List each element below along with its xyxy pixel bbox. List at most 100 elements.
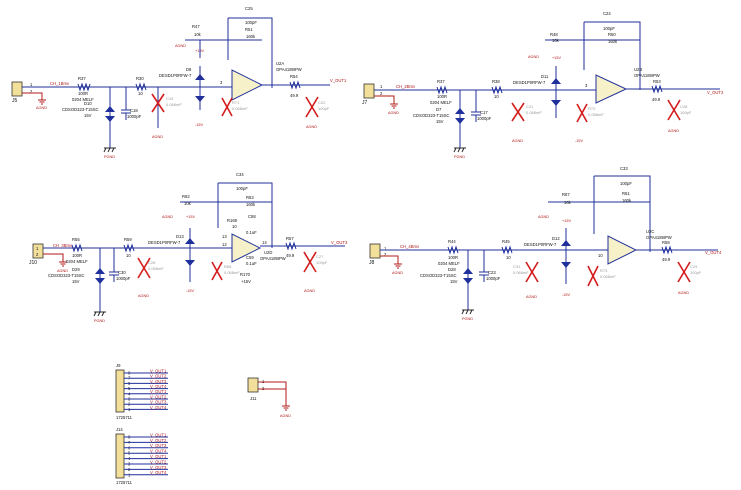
opamp-u2d — [231, 233, 262, 263]
part-label: CDSOD323-T15SC — [420, 273, 457, 278]
pgnd-label: PGND — [462, 317, 473, 321]
connector-j8-body — [369, 243, 381, 259]
tvs-diode-d28 — [463, 268, 473, 274]
channel-3: J10 1 2 AGND CH_3Bmv R55 100R 0204 MELF … — [29, 172, 348, 323]
opamp-u2b — [595, 74, 628, 104]
pin-net-label: V_OUT3 — [150, 443, 167, 448]
ref-label: R58 — [662, 240, 670, 245]
ref-label: C30 — [118, 270, 126, 275]
value-label: 15V — [72, 279, 80, 284]
channel-4: J8 1 2 AGND CH_4Bmv R44 100R 0204 MELF D… — [369, 166, 722, 321]
vneg-label: -15V — [186, 289, 194, 293]
value-label: 100R — [72, 253, 82, 258]
value-label: 0.1uF — [246, 261, 257, 266]
value-label: 49.9 — [290, 93, 299, 98]
opamp-u2c — [607, 235, 638, 265]
pin-net-label: V_OUT2 — [150, 374, 167, 379]
resistor-r53 — [651, 84, 663, 94]
value-label: 0.068mF — [588, 112, 604, 117]
ref-label: C33 — [620, 166, 628, 171]
ref-label: R61 — [622, 191, 630, 196]
ref-label: R55 — [72, 237, 80, 242]
channel-2: J7 1 2 AGND CH_2Bmv R37 100R 0204 MELF D… — [362, 11, 724, 159]
agnd-label: AGND — [36, 106, 47, 110]
pgnd-symbol — [461, 309, 474, 315]
feedback-wire — [217, 182, 273, 248]
agnd-label: AGND — [388, 111, 399, 115]
ref-label: R63 — [246, 195, 254, 200]
ground-wire — [374, 95, 395, 104]
value-label: 10k — [552, 38, 560, 43]
pin-label: 1 — [30, 82, 33, 87]
connector-j14-body — [115, 433, 125, 479]
pin-net-label: V_OUT1 — [150, 389, 167, 394]
ref-label: C24 — [603, 11, 611, 16]
esd-diode-d12-b — [561, 262, 571, 268]
ref-label: R71 — [232, 100, 240, 105]
pin-net-label: V_OUT3 — [150, 379, 167, 384]
connector-j11-label: J11 — [250, 396, 257, 401]
value-label: 0.1uF — [246, 230, 257, 235]
pin-label: 2 — [384, 252, 387, 257]
pkg-label: 0204 MELF — [438, 261, 460, 266]
esd-diode-d8 — [195, 74, 205, 80]
connector-j5-label: J5 — [12, 98, 18, 104]
ref-label: R50 — [608, 32, 616, 37]
part-label: DESD1P0RFW-7 — [524, 242, 557, 247]
part-label: CDSOD323-T15SC — [62, 107, 99, 112]
part-label: DESD1P0RFW-7 — [513, 80, 546, 85]
ref-label: D8 — [186, 67, 192, 72]
pin-net-label: V_OUT1 — [150, 432, 167, 437]
connector-j7-body — [363, 83, 375, 99]
j11-ground-wire — [258, 381, 287, 406]
value-label: 100pF — [236, 186, 248, 191]
ref-label: C22 — [318, 100, 326, 105]
dnp-x-marker — [151, 93, 165, 113]
pin-net-label: V_OUT3 — [150, 465, 167, 470]
value-label: 15V — [450, 279, 458, 284]
tvs-diode-d29-b — [95, 278, 105, 284]
ref-label: D7 — [436, 107, 442, 112]
ref-label: C17 — [480, 110, 488, 115]
input-net-label: CH_4Bmv — [400, 244, 420, 249]
capacitor-c18 — [121, 87, 131, 120]
part-label: 1725711 — [116, 415, 133, 420]
ref-label: R169 — [227, 218, 238, 223]
part-label: OPA4189IPW — [634, 73, 660, 78]
connector-j9-label: J9 — [116, 363, 121, 368]
value-label: 0.068mF — [513, 270, 529, 275]
pin-label: 12 — [222, 242, 227, 247]
opamp-io-wire — [215, 84, 330, 88]
value-label: 0.068mF — [224, 270, 240, 275]
pin-net-label: V_OUT2 — [150, 438, 167, 443]
value-label: 100pF — [620, 181, 632, 186]
pin-net-label: V_OUT4 — [150, 405, 167, 410]
tvs-diode-d7-b — [455, 118, 465, 124]
ref-label: C25 — [245, 6, 253, 11]
agnd-label: AGND — [175, 44, 186, 48]
ground-wire — [43, 253, 64, 262]
value-label: 100pF — [680, 110, 692, 115]
pin-net-label: V_OUT4 — [150, 470, 167, 475]
capacitor-c23 — [479, 250, 489, 282]
dnp-x-marker — [667, 99, 681, 121]
value-label: 10 — [506, 255, 511, 260]
value-label: 10 — [232, 224, 237, 229]
connector-label: J7 — [362, 100, 368, 106]
esd-diode-d8-b — [195, 96, 205, 102]
agnd-label: AGND — [57, 269, 68, 273]
value-label: 0.068mF — [232, 106, 248, 111]
value-label: 10k — [564, 200, 572, 205]
ref-label: R59 — [124, 237, 132, 242]
ref-label: C29 — [690, 264, 698, 269]
ref-label: C19 — [166, 96, 174, 101]
input-net-label: CH_3Bmv — [53, 243, 73, 248]
ref-label: U2A — [276, 61, 284, 66]
part-label: 1725711 — [116, 480, 133, 485]
agnd-label: AGND — [528, 55, 539, 59]
ref-label: C18 — [130, 108, 138, 113]
value-label: 160k — [246, 34, 256, 39]
agnd-label: AGND — [138, 294, 149, 298]
value-label: 160k — [608, 39, 618, 44]
